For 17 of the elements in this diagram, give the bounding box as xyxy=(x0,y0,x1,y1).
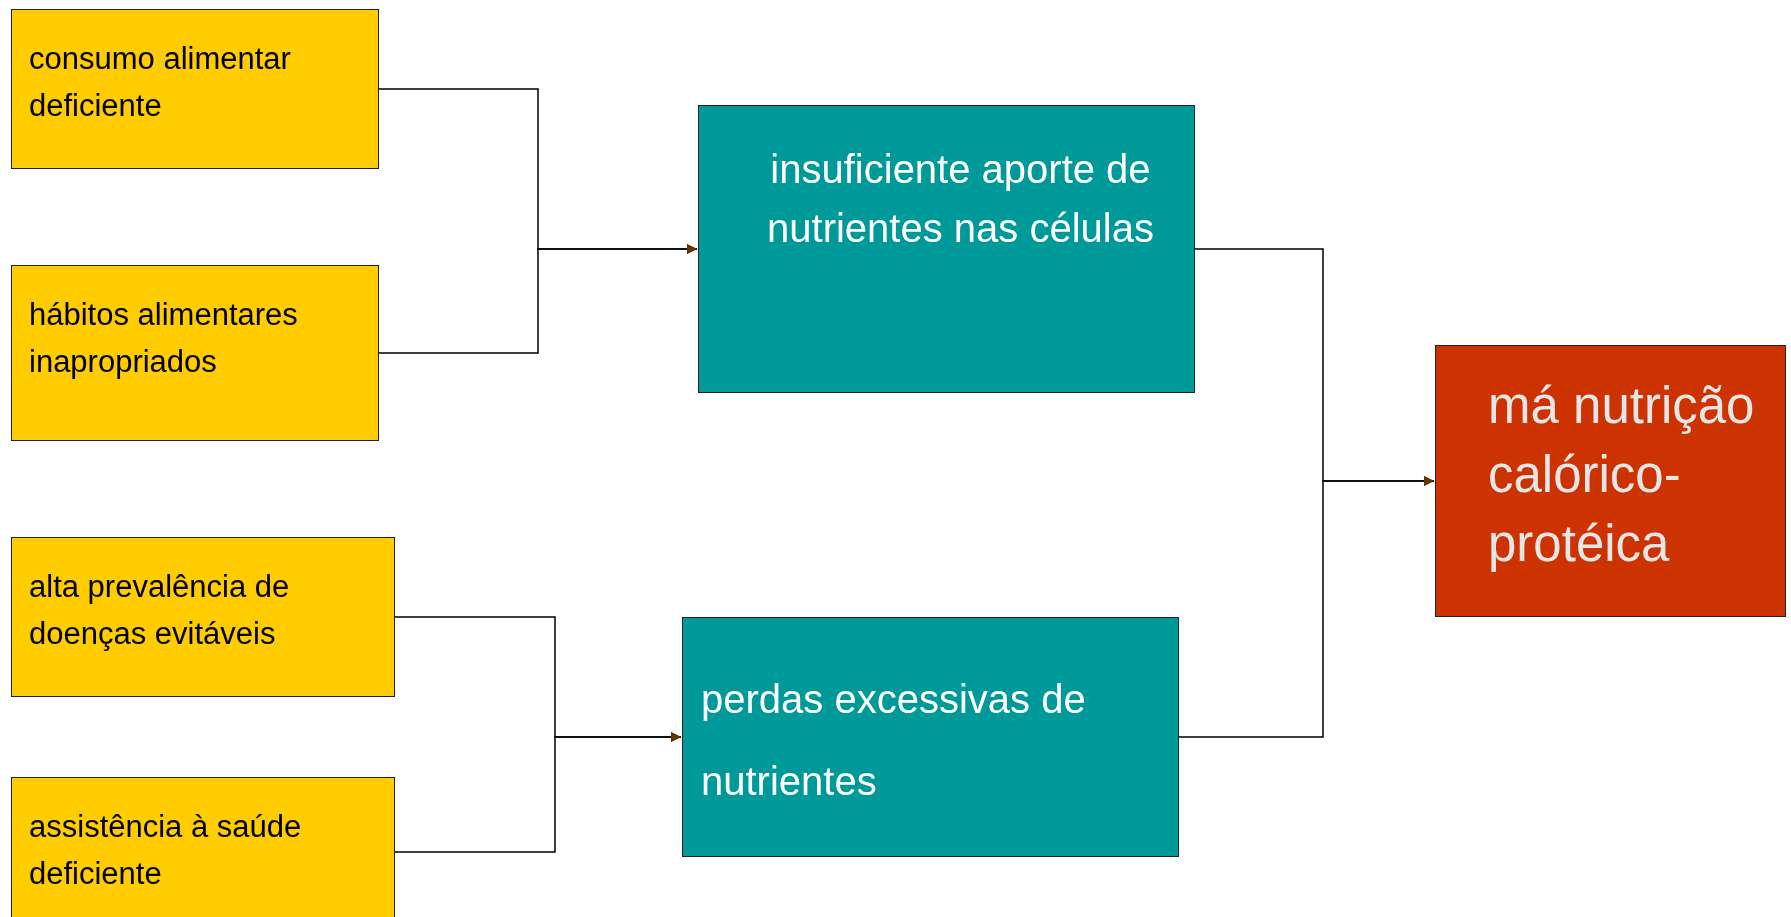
connector-arrow xyxy=(394,732,682,853)
process-box xyxy=(698,105,1195,393)
box-label: alta prevalência de doenças evitáveis xyxy=(29,568,291,653)
process-box xyxy=(682,617,1179,857)
box-label: hábitos alimentares inapropriados xyxy=(29,296,299,381)
cause-box xyxy=(11,537,395,697)
box-label: má nutrição calórico-protéica xyxy=(1488,376,1756,574)
box-label: insuficiente aporte de nutrientes nas células xyxy=(766,146,1155,253)
cause-box xyxy=(11,265,379,441)
cause-box xyxy=(11,777,395,917)
box-label: perdas excessivas de nutrientes xyxy=(701,676,1087,805)
box-label: consumo alimentar deficiente xyxy=(29,40,292,125)
connector-arrow xyxy=(1178,476,1435,738)
result-box xyxy=(1435,345,1786,617)
cause-box xyxy=(11,9,379,169)
connector-arrow xyxy=(378,244,698,354)
box-label: assistência à saúde deficiente xyxy=(29,808,303,893)
